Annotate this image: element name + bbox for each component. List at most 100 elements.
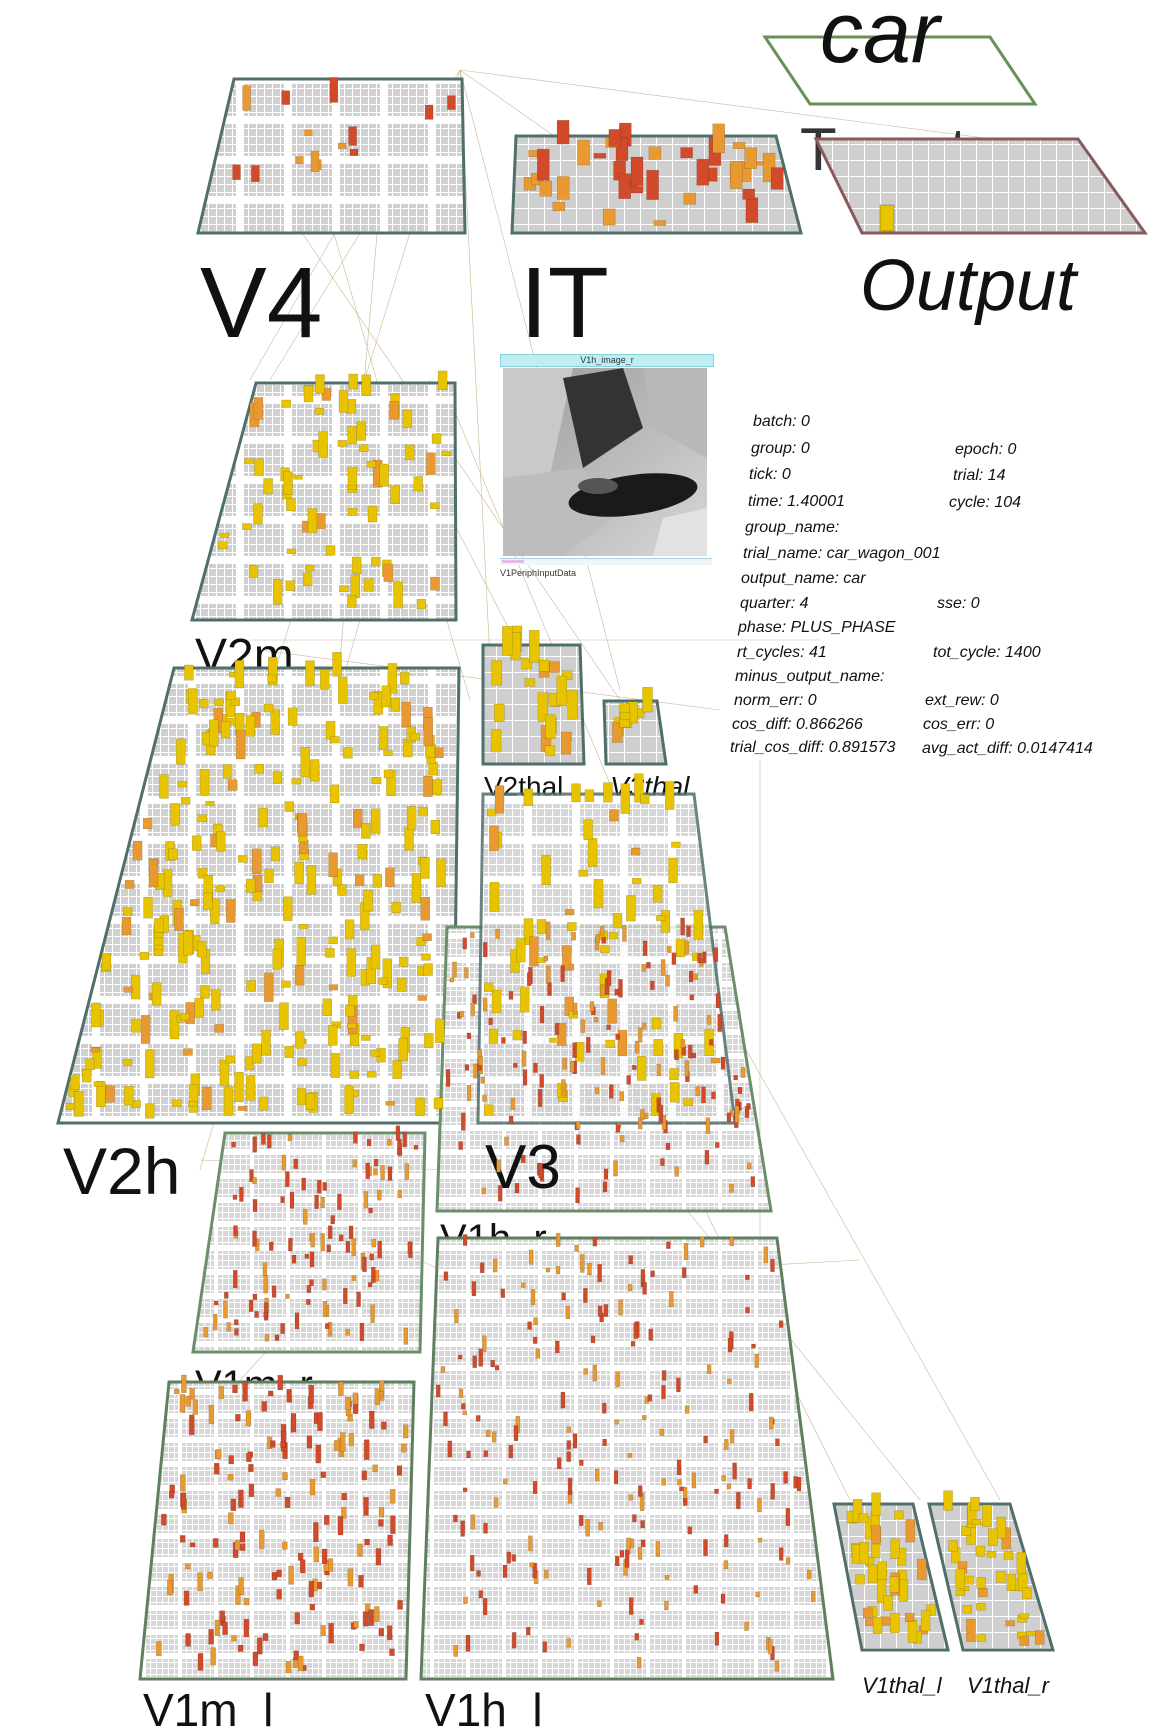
unit-bar-v1h-r xyxy=(572,1042,577,1058)
unit-bar-v4 xyxy=(447,95,456,110)
unit-bar-v1m-r xyxy=(348,1225,354,1240)
unit-bar-v2h xyxy=(370,944,381,970)
unit-bar-v1h-l xyxy=(720,1593,726,1604)
unit-bar-v1h-l xyxy=(676,1377,681,1393)
unit-bar-v1h-r xyxy=(660,1158,665,1166)
unit-bar-v1m-l xyxy=(189,1542,196,1548)
unit-bar-v1m-l xyxy=(219,1610,225,1623)
unit-bar-v4 xyxy=(295,156,304,165)
unit-bar-v2h xyxy=(330,736,340,744)
unit-bar-v1h-r xyxy=(744,1106,750,1118)
unit-bar-v3 xyxy=(593,878,604,909)
unit-bar-v2h xyxy=(216,831,226,852)
unit-bar-v2m xyxy=(285,498,296,512)
unit-bar-v1h-r xyxy=(734,1105,740,1123)
unit-bar-v2h xyxy=(123,986,134,993)
unit-bar-v1h-r xyxy=(715,993,721,1009)
unit-bar-v1h-r xyxy=(601,936,606,944)
unit-bar-v2m xyxy=(351,556,362,575)
unit-bar-v1h-l xyxy=(583,1368,588,1375)
unit-bar-v2m xyxy=(316,513,326,529)
unit-bar-v2h xyxy=(390,697,401,712)
unit-bar-v1h-l xyxy=(603,1304,609,1317)
layer-it[interactable]: IT xyxy=(510,134,803,359)
unit-bar-v3 xyxy=(660,910,671,933)
unit-bar-v2h xyxy=(85,1058,95,1071)
unit-bar-v1m-l xyxy=(308,1384,314,1404)
unit-bar-v2h xyxy=(296,936,306,966)
unit-bar-it xyxy=(537,148,550,181)
unit-bar-v1thal-r xyxy=(964,1575,974,1585)
unit-bar-v1h-r xyxy=(618,979,623,998)
unit-bar-v1m-r xyxy=(264,1334,270,1342)
layer-v4[interactable]: V4 xyxy=(196,77,467,359)
layer-label-v2h: V2h xyxy=(63,1134,180,1208)
layer-v3thal[interactable]: V3thal xyxy=(602,699,690,802)
unit-bar-v2m xyxy=(347,595,357,608)
unit-bar-v1m-l xyxy=(252,1651,259,1666)
unit-bar-v1h-l xyxy=(513,1425,519,1442)
unit-bar-v1m-l xyxy=(347,1568,354,1587)
unit-bar-v1h-r xyxy=(508,1115,514,1124)
unit-bar-v4 xyxy=(242,85,251,111)
unit-bar-v2h xyxy=(363,889,373,912)
unit-bar-v1h-l xyxy=(745,1307,750,1314)
unit-bar-v1thal-l xyxy=(867,1564,878,1584)
unit-bar-v2m xyxy=(339,585,349,593)
unit-bar-v1m-l xyxy=(207,1571,213,1579)
unit-bar-v1m-l xyxy=(361,1470,368,1481)
unit-bar-v1m-l xyxy=(280,1430,287,1452)
unit-bar-v2m xyxy=(285,580,295,591)
unit-bar-v2h xyxy=(410,732,420,741)
unit-bar-v1m-r xyxy=(306,1299,311,1305)
unit-bar-v1h-l xyxy=(637,1547,643,1560)
layer-v1m-l[interactable]: V1m_l xyxy=(138,1380,416,1728)
unit-bar-v1h-r xyxy=(521,1154,526,1163)
unit-bar-v2h xyxy=(223,1086,234,1116)
unit-bar-v1m-r xyxy=(362,1256,367,1273)
unit-bar-v1h-r xyxy=(482,997,488,1012)
layer-v1thal-r[interactable]: V1thal_r xyxy=(927,1502,1056,1698)
layer-v2m[interactable]: V2m xyxy=(190,381,458,683)
unit-bar-v2h xyxy=(92,1046,102,1069)
unit-bar-v1h-l xyxy=(751,1343,756,1349)
unit-bar-v1m-r xyxy=(287,1134,293,1142)
unit-bar-v2h xyxy=(392,1060,402,1079)
unit-bar-v2h xyxy=(191,835,202,851)
unit-bar-v1m-r xyxy=(330,1215,335,1225)
unit-bar-v1thal-l xyxy=(863,1607,873,1619)
unit-bar-v1h-l xyxy=(511,1632,517,1649)
input-image-panel[interactable]: V1h_image_r V1PeriphInputData xyxy=(500,354,714,578)
unit-bar-v1m-l xyxy=(363,1497,369,1516)
unit-bar-v1m-l xyxy=(242,1381,248,1402)
unit-bar-v1h-r xyxy=(595,933,601,943)
unit-bar-v1m-r xyxy=(322,1278,327,1291)
unit-bar-v1m-l xyxy=(276,1589,282,1600)
unit-bar-v1m-l xyxy=(189,1414,195,1436)
unit-bar-v1thal-l xyxy=(883,1595,893,1611)
layer-output[interactable]: Output xyxy=(813,137,1148,326)
stat-time: time: 1.40001 xyxy=(748,493,845,510)
stat-group-name: group_name: xyxy=(745,519,840,536)
unit-bar-v1m-r xyxy=(232,1194,238,1200)
unit-bar-v1h-r xyxy=(522,1030,527,1044)
unit-bar-v1h-r xyxy=(634,1040,640,1054)
unit-bar-v2h xyxy=(258,1096,269,1111)
scrollbar-thumb[interactable] xyxy=(502,560,524,563)
unit-bar-v3 xyxy=(529,936,539,967)
unit-bar-v1h-l xyxy=(661,1370,667,1381)
unit-bar-v3 xyxy=(653,1039,664,1056)
unit-bar-v1h-l xyxy=(703,1435,708,1444)
unit-bar-v1h-l xyxy=(810,1590,816,1602)
unit-bar-v1h-r xyxy=(464,1064,470,1071)
unit-bar-v2h xyxy=(184,664,194,681)
image-panel-scrollbar[interactable] xyxy=(500,558,712,565)
unit-bar-v2m xyxy=(315,374,325,394)
unit-bar-v3 xyxy=(609,809,619,822)
unit-bar-it xyxy=(729,160,743,189)
unit-bar-v1h-r xyxy=(533,1062,538,1073)
unit-bar-v3 xyxy=(605,1039,615,1048)
unit-bar-v1h-r xyxy=(622,924,627,942)
unit-bar-v1m-l xyxy=(357,1543,363,1557)
